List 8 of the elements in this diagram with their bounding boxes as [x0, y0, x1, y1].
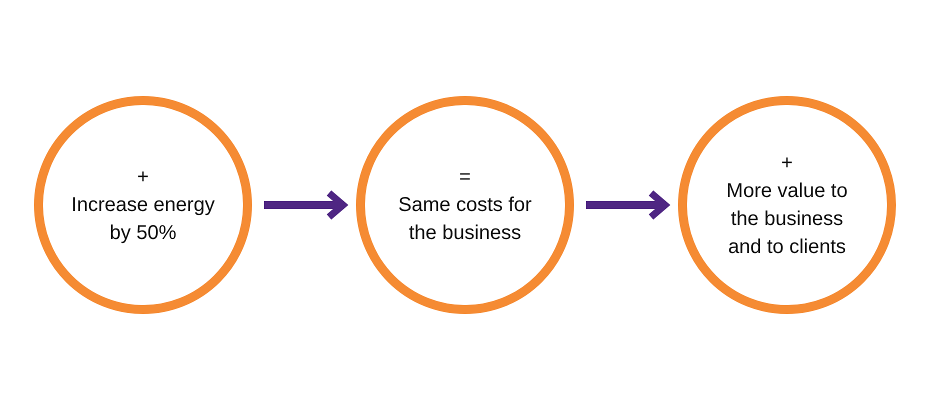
node-text: More value to the business and to clients	[725, 179, 849, 260]
node-text: Increase energy by 50%	[70, 193, 216, 246]
arrow	[586, 190, 668, 220]
operator-text: =	[459, 165, 471, 190]
operator-text: +	[781, 151, 793, 176]
operator-text: +	[137, 165, 149, 190]
node-text: Same costs for the business	[397, 193, 533, 246]
arrow	[264, 190, 346, 220]
